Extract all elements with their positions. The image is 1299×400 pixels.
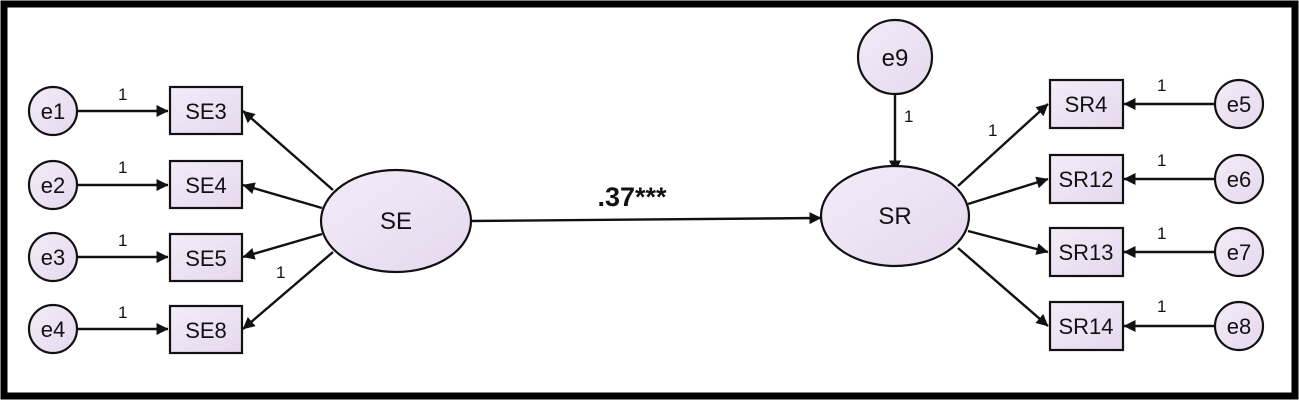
- error-nodes-right: e5 e6 e7 e8: [1213, 78, 1265, 352]
- loading-label-e2: 1: [118, 158, 127, 177]
- error-label-e8: e8: [1227, 314, 1251, 339]
- indicator-sr12[interactable]: SR12: [1048, 153, 1125, 205]
- latent-label-sr: SR: [878, 203, 911, 230]
- error-paths-right: [1123, 98, 1215, 332]
- error-label-e2: e2: [41, 173, 65, 198]
- error-label-e4: e4: [41, 317, 65, 342]
- loading-paths-se: [242, 110, 334, 330]
- error-label-e6: e6: [1227, 167, 1251, 192]
- indicator-label-se8: SE8: [185, 318, 227, 343]
- indicator-nodes-left: SE3 SE4 SE5 SE8: [168, 85, 244, 355]
- path-sr-sr12: [967, 176, 1049, 206]
- loading-label-e3: 1: [118, 231, 127, 250]
- error-node-e7[interactable]: e7: [1213, 226, 1265, 278]
- loading-label-e7: 1: [1157, 224, 1166, 243]
- path-coefficient-label: .37***: [597, 182, 667, 212]
- error-label-e3: e3: [41, 245, 65, 270]
- latent-label-se: SE: [380, 208, 412, 235]
- error-node-e5[interactable]: e5: [1213, 78, 1265, 130]
- error-node-e8[interactable]: e8: [1213, 300, 1265, 352]
- path-se-se4: [242, 182, 323, 210]
- path-se-se3: [242, 110, 334, 191]
- loading-label-e1: 1: [118, 85, 127, 104]
- error-nodes-left: e1 e2 e3 e4: [27, 85, 79, 355]
- error-node-e4[interactable]: e4: [27, 303, 79, 355]
- loading-label-e4: 1: [118, 303, 127, 322]
- indicator-sr4[interactable]: SR4: [1048, 78, 1125, 130]
- indicator-sr14[interactable]: SR14: [1048, 300, 1125, 352]
- error-label-e1: e1: [41, 99, 65, 124]
- path-sr-sr13: [967, 229, 1049, 255]
- indicator-label-sr13: SR13: [1058, 240, 1113, 265]
- error-label-e5: e5: [1227, 92, 1251, 117]
- loading-label-e5: 1: [1157, 76, 1166, 95]
- indicator-label-se3: SE3: [185, 99, 227, 124]
- loading-label-sr4: 1: [988, 121, 997, 140]
- path-se-se5: [242, 232, 323, 260]
- error-label-e9: e9: [882, 45, 909, 72]
- loading-label-se8: 1: [276, 263, 285, 282]
- latent-sr[interactable]: SR: [819, 164, 971, 268]
- loading-label-e6: 1: [1157, 151, 1166, 170]
- loading-label-e8: 1: [1157, 297, 1166, 316]
- indicator-se8[interactable]: SE8: [168, 304, 244, 355]
- error-node-e1[interactable]: e1: [27, 85, 79, 137]
- path-sr-sr14: [957, 247, 1049, 327]
- latent-se[interactable]: SE: [319, 168, 473, 274]
- error-node-e3[interactable]: e3: [27, 231, 79, 283]
- indicator-se4[interactable]: SE4: [168, 159, 244, 210]
- error-paths-left: [77, 105, 169, 335]
- indicator-label-sr14: SR14: [1058, 314, 1113, 339]
- indicator-nodes-right: SR4 SR12 SR13 SR14: [1048, 78, 1125, 352]
- error-node-e9[interactable]: e9: [856, 18, 934, 96]
- indicator-se3[interactable]: SE3: [168, 85, 244, 136]
- loading-label-e9: 1: [904, 107, 913, 126]
- indicator-label-sr4: SR4: [1065, 92, 1108, 117]
- indicator-label-se4: SE4: [185, 173, 227, 198]
- indicator-se5[interactable]: SE5: [168, 232, 244, 283]
- path-sr-sr4: [957, 103, 1049, 187]
- error-node-e6[interactable]: e6: [1213, 153, 1265, 205]
- indicator-label-sr12: SR12: [1058, 167, 1113, 192]
- indicator-label-se5: SE5: [185, 246, 227, 271]
- path-se-se8: [242, 251, 334, 330]
- indicator-sr13[interactable]: SR13: [1048, 226, 1125, 278]
- error-label-e7: e7: [1227, 240, 1251, 265]
- path-se-sr: [469, 212, 822, 225]
- loading-paths-sr: [957, 103, 1049, 327]
- fixed-loading-labels: 1 1 1 1 1 1 1 1 1 1 1: [118, 76, 1166, 322]
- error-node-e2[interactable]: e2: [27, 159, 79, 211]
